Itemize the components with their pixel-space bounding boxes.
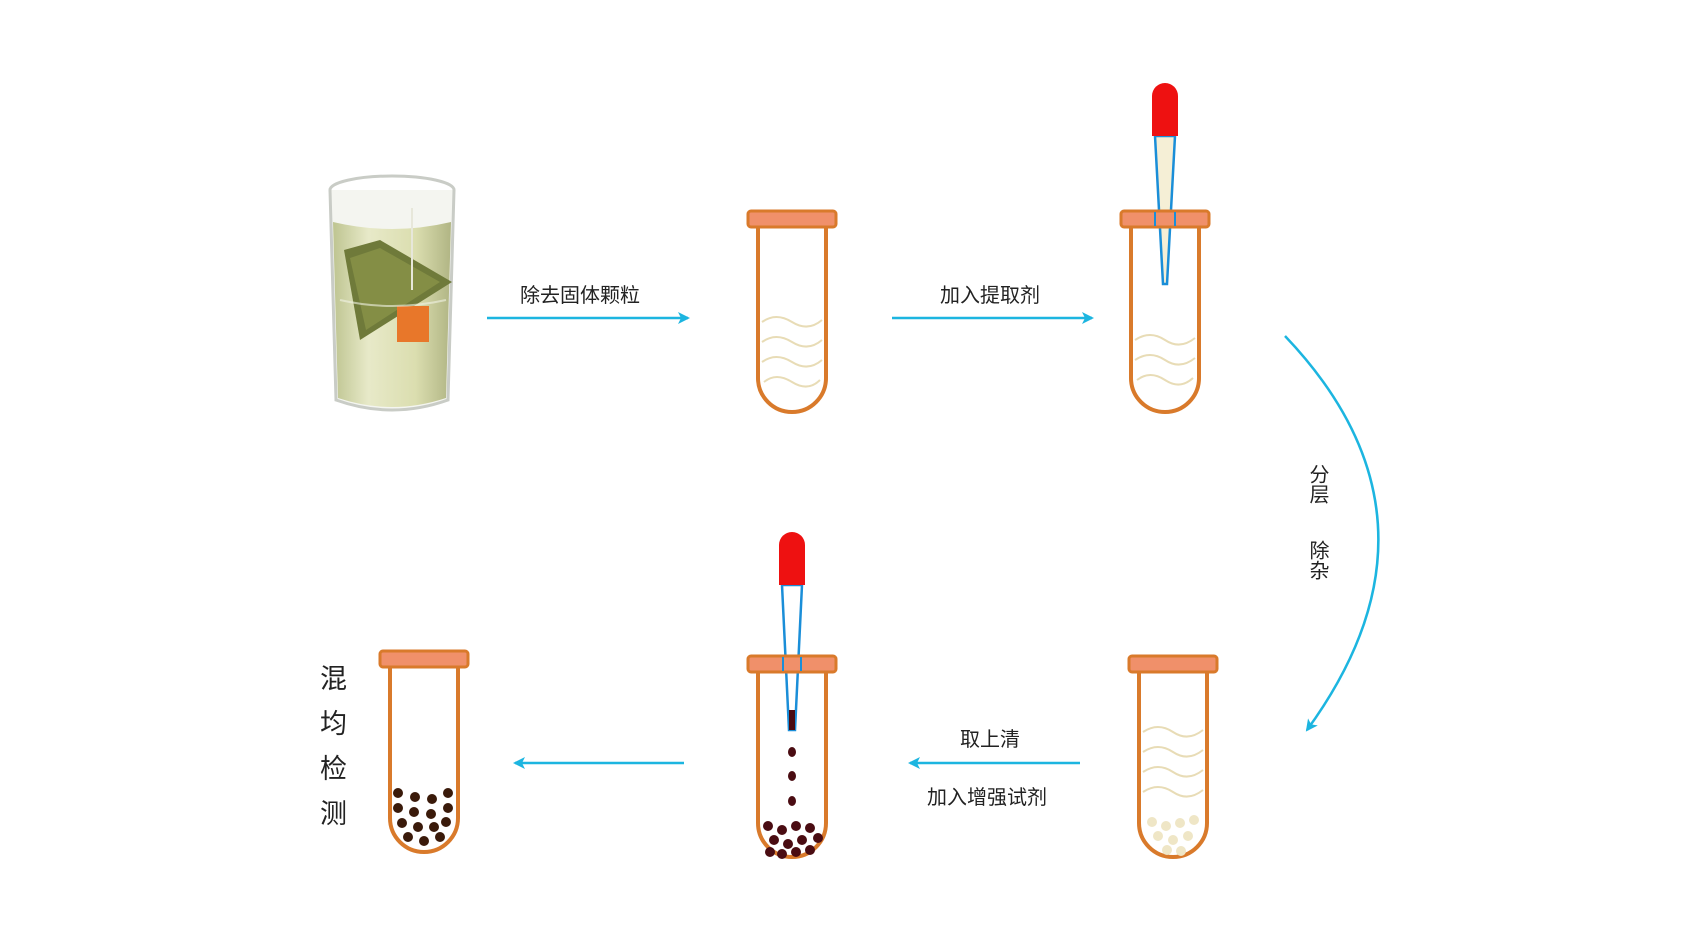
test-tube-icon: [1129, 656, 1217, 857]
tea-glass-icon: [330, 176, 454, 410]
label-add-enhancer: 加入增强试剂: [927, 781, 1047, 810]
label-mix-detect: 混均检测: [317, 664, 344, 844]
test-tube-icon: [380, 651, 468, 852]
test-tube-cap: [748, 656, 836, 672]
label-remove-solids: 除去固体颗粒: [520, 279, 640, 308]
label-take-supernatant: 取上清: [960, 723, 1020, 752]
label-add-extractant: 加入提取剂: [940, 279, 1040, 308]
label-stratify: 分层: [1306, 464, 1330, 504]
test-tube-icon: [748, 211, 836, 412]
test-tube-cap: [1121, 211, 1209, 227]
label-remove-impurities: 除杂: [1306, 540, 1330, 580]
arrow-curved-stratify: [1285, 336, 1378, 730]
